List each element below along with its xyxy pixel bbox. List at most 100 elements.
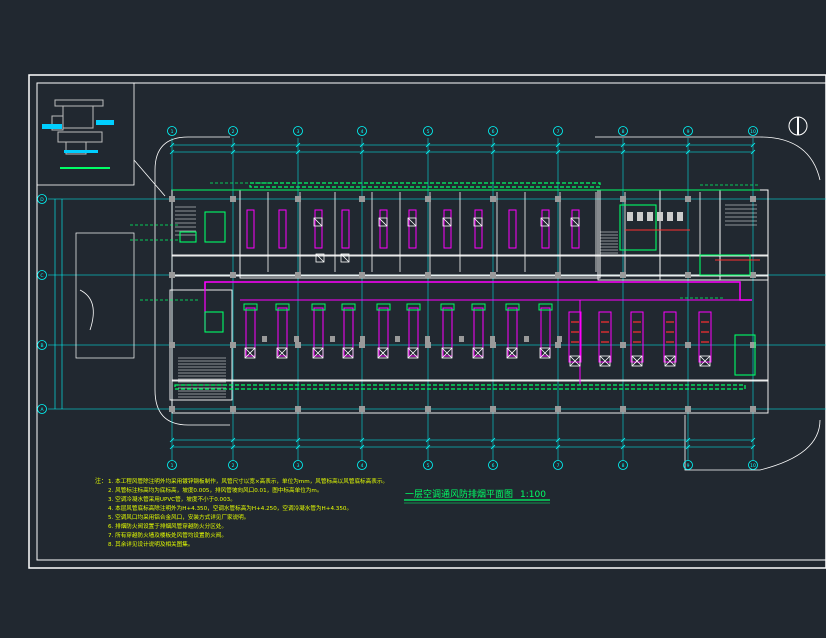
- grid-bubble-left: [37, 404, 47, 414]
- toilet-fixture: [657, 212, 663, 221]
- diffuser-cross: [244, 347, 256, 359]
- grid-bubble-top: [423, 126, 433, 136]
- ceiling-diffuser: [473, 217, 483, 227]
- grid-bubble-bottom: [748, 460, 758, 470]
- structural-column: [230, 342, 236, 348]
- outer-sheet-frame: [28, 74, 826, 569]
- grid-label-top: 10: [750, 129, 756, 135]
- grid-bubble-top: [357, 126, 367, 136]
- ceiling-diffuser: [599, 355, 611, 367]
- fan-coil-duct: [663, 311, 677, 363]
- grid-label-bottom: 2: [232, 463, 235, 469]
- dimension-tick: [750, 437, 756, 443]
- structural-column: [685, 342, 691, 348]
- ceiling-diffuser: [315, 253, 325, 263]
- structural-column: [750, 342, 756, 348]
- room-vertical-duct: [379, 209, 388, 249]
- dimension-tick: [425, 142, 431, 148]
- structural-column: [490, 272, 496, 278]
- ceiling-diffuser: [506, 347, 518, 359]
- inner-sheet-frame: [36, 82, 826, 561]
- diffuser-cross: [664, 355, 676, 367]
- diffuser-cross: [312, 347, 324, 359]
- structural-column: [555, 272, 561, 278]
- equipment-band-top: [249, 182, 601, 188]
- diffuser-cross: [313, 217, 323, 227]
- dimension-tick: [490, 444, 496, 450]
- grid-label-bottom: 8: [622, 463, 625, 469]
- equipment-box: [360, 336, 365, 342]
- room-vertical-duct: [245, 307, 256, 357]
- toilet-fixture: [677, 212, 683, 221]
- structural-column: [685, 196, 691, 202]
- air-handling-terminal: [376, 303, 391, 311]
- grid-bubble-bottom: [357, 460, 367, 470]
- air-handling-terminal: [341, 303, 356, 311]
- ceiling-diffuser: [441, 347, 453, 359]
- structural-column: [685, 272, 691, 278]
- ceiling-diffuser: [340, 253, 350, 263]
- structural-column: [359, 342, 365, 348]
- dimension-tick: [750, 149, 756, 155]
- wall-outline: [659, 189, 721, 281]
- structural-column: [555, 406, 561, 412]
- dimension-tick: [169, 149, 175, 155]
- air-handling-terminal: [275, 303, 290, 311]
- room-vertical-duct: [508, 209, 517, 249]
- wall-outline: [171, 274, 769, 277]
- air-handling-terminal: [311, 303, 326, 311]
- grid-bubble-bottom: [618, 460, 628, 470]
- drawing-title: 一层空调通风防排烟平面图: [405, 488, 513, 500]
- room-vertical-duct: [246, 209, 255, 249]
- dimension-tick: [555, 149, 561, 155]
- wall-outline: [171, 189, 769, 414]
- diffuser-cross: [699, 355, 711, 367]
- dimension-tick: [555, 142, 561, 148]
- dimension-tick: [230, 149, 236, 155]
- dimension-tick: [169, 142, 175, 148]
- dimension-tick: [685, 142, 691, 148]
- diffuser-cross: [472, 347, 484, 359]
- grid-bubble-top: [293, 126, 303, 136]
- room-vertical-duct: [571, 209, 580, 249]
- diffuser-cross: [570, 217, 580, 227]
- structural-column: [295, 272, 301, 278]
- structural-column: [685, 406, 691, 412]
- diffuser-cross: [599, 355, 611, 367]
- room-vertical-duct: [408, 209, 417, 249]
- grid-bubble-top: [748, 126, 758, 136]
- grid-label-left: D: [40, 197, 44, 203]
- structural-column: [620, 196, 626, 202]
- equipment-cluster: [619, 204, 657, 251]
- structural-column: [169, 196, 175, 202]
- grid-bubble-top: [488, 126, 498, 136]
- note-line: 1. 本工程风管除注明外均采用镀锌钢板制作，风管尺寸以宽×高表示，单位为mm，风…: [108, 477, 388, 485]
- dimension-tick: [295, 437, 301, 443]
- ceiling-diffuser: [569, 355, 581, 367]
- dimension-tick: [490, 149, 496, 155]
- grid-bubble-left: [37, 270, 47, 280]
- ceiling-diffuser: [377, 347, 389, 359]
- room-vertical-duct: [313, 307, 324, 357]
- note-line: 2. 风管标注标高均为底标高，坡度0.005，排风管坡向风口0.01，图中标高单…: [108, 486, 322, 494]
- room-vertical-duct: [278, 209, 287, 249]
- diffuser-cross: [473, 217, 483, 227]
- ceiling-diffuser: [378, 217, 388, 227]
- room-vertical-duct: [343, 307, 354, 357]
- equipment-cluster: [734, 334, 756, 376]
- fan-coil-duct: [598, 311, 612, 363]
- dimension-tick: [425, 149, 431, 155]
- ceiling-diffuser: [312, 347, 324, 359]
- diffuser-cross: [442, 217, 452, 227]
- grid-bubble-left: [37, 340, 47, 350]
- ceiling-diffuser: [631, 355, 643, 367]
- grid-label-left: C: [40, 273, 43, 279]
- dimension-tick: [230, 437, 236, 443]
- dimension-tick: [359, 142, 365, 148]
- dimension-tick: [620, 444, 626, 450]
- structural-column: [169, 342, 175, 348]
- grid-label-top: 6: [492, 129, 495, 135]
- entrance-curve: [79, 289, 94, 331]
- equipment-band-bottom: [174, 384, 746, 390]
